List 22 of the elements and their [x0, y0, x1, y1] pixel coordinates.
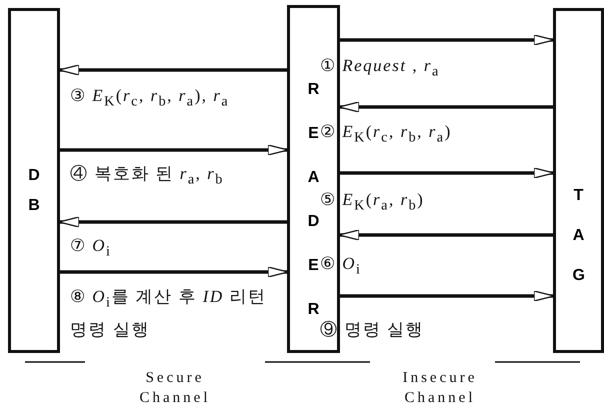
entity-box: TAG [553, 8, 604, 353]
edge-label: ⑤ E$_{K}$(r$_{a}$, r$_{b}$) [320, 189, 426, 216]
arrow [338, 229, 553, 241]
edge-label: ⑦ O$_{i}$ [70, 235, 112, 262]
edge-label: ① Request , r$_{a}$ [320, 55, 441, 82]
arrow [338, 101, 553, 113]
edge-label: ⑥ O$_{i}$ [320, 253, 362, 280]
channel-label: Insecure Channel [402, 369, 478, 408]
arrow [60, 144, 289, 156]
entity-box: DB [8, 8, 60, 353]
arrow [340, 34, 555, 46]
channel-label: Secure Channel [138, 369, 212, 408]
arrow [58, 64, 287, 76]
arrow [340, 290, 555, 302]
edge-label: ④ 복호화 된 r$_{a}$, r$_{b}$ [70, 163, 225, 190]
arrow [60, 266, 289, 278]
edge-label: ③ E$_{K}$(r$_{c}$, r$_{b}$, r$_{a}$), r$_{a}$ [70, 85, 230, 112]
arrow [340, 167, 555, 179]
edge-label: ② E$_{K}$(r$_{c}$, r$_{b}$, r$_{a}$) [320, 121, 453, 148]
arrow [58, 216, 287, 228]
edge-label: ⑨ 명령 실행 [320, 319, 425, 341]
edge-label: ⑧ O$_{i}$를 계산 후 ID 리턴 명령 실행 [70, 286, 268, 342]
